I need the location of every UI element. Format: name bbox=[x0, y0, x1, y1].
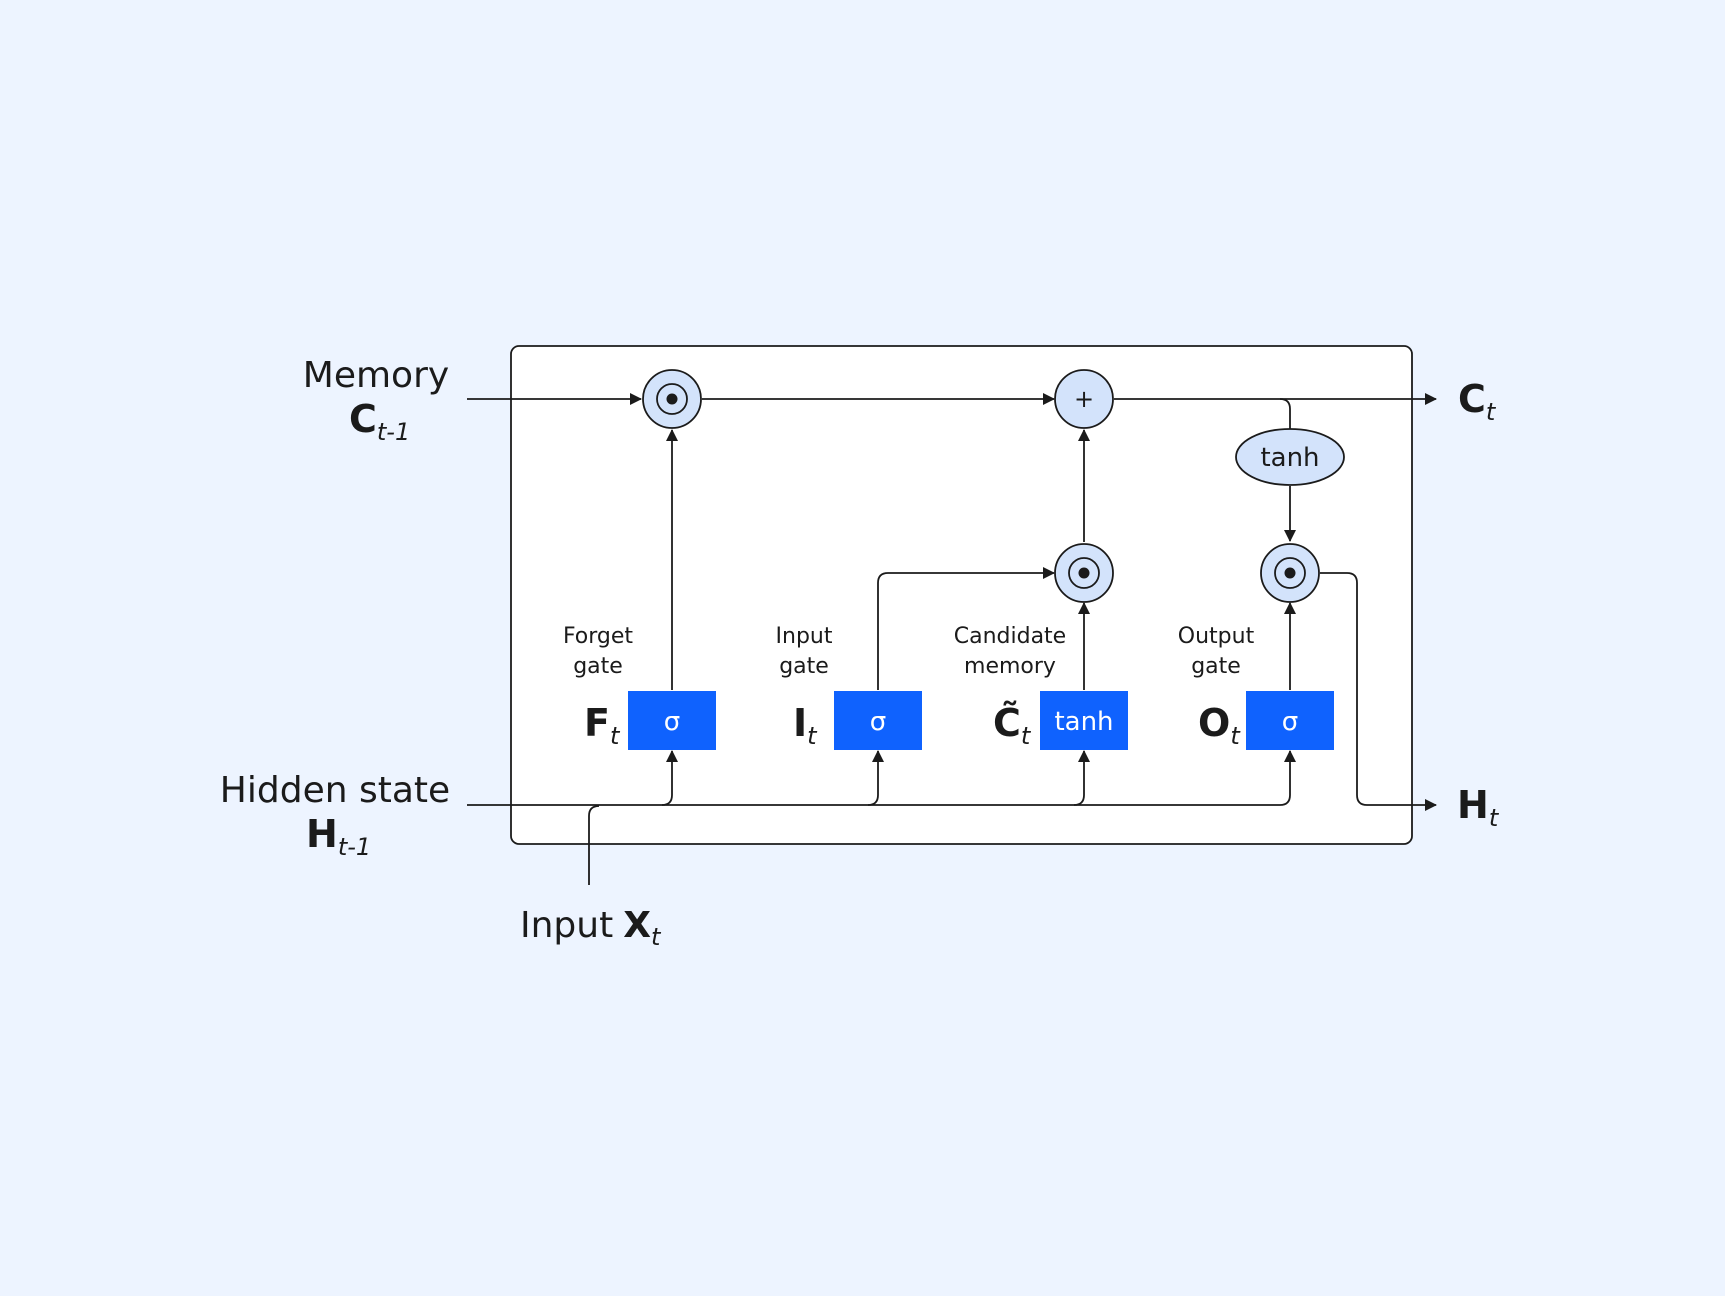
forget-gate-symbol: Ft bbox=[584, 701, 621, 750]
hidden-state-label: Hidden state bbox=[220, 770, 450, 811]
candidate-memory-caption-2: memory bbox=[964, 654, 1056, 679]
hidden-bus-wire bbox=[467, 750, 1296, 806]
hidden-output-symbol: Ht bbox=[1457, 783, 1500, 832]
input-x-wire bbox=[588, 805, 600, 885]
memory-label: Memory bbox=[303, 355, 449, 396]
cell-to-tanh-wire bbox=[1279, 398, 1291, 429]
input-gate-wire bbox=[877, 567, 1055, 690]
multiply-dot-icon bbox=[1078, 567, 1090, 579]
input-gate-caption-2: gate bbox=[779, 654, 829, 679]
hidden-to-input-wire bbox=[867, 750, 884, 806]
candidate-memory-box: tanh bbox=[1040, 691, 1128, 750]
input-gate-symbol: It bbox=[793, 701, 818, 750]
output-multiply-node bbox=[1260, 543, 1320, 603]
output-gate-box: σ bbox=[1246, 691, 1334, 750]
output-gate-symbol: Ot bbox=[1198, 701, 1241, 750]
add-node: + bbox=[1054, 369, 1114, 429]
wires bbox=[467, 393, 1437, 885]
hidden-out-wire bbox=[1320, 572, 1437, 811]
candidate-memory-symbol: C̃t bbox=[993, 701, 1032, 750]
input-gate-box: σ bbox=[834, 691, 922, 750]
input-gate-caption: Input bbox=[776, 624, 833, 649]
hidden-to-candidate-wire bbox=[1073, 750, 1090, 806]
memory-symbol: Ct-1 bbox=[349, 397, 410, 446]
candidate-memory-fn: tanh bbox=[1054, 707, 1113, 737]
output-gate-caption: Output bbox=[1178, 624, 1255, 649]
forget-gate-caption-2: gate bbox=[573, 654, 623, 679]
hidden-state-symbol: Ht-1 bbox=[306, 812, 371, 861]
forget-multiply-node bbox=[642, 369, 702, 429]
candidate-multiply-node bbox=[1054, 543, 1114, 603]
input-gate-fn: σ bbox=[870, 707, 886, 737]
tanh-node: tanh bbox=[1235, 428, 1345, 486]
output-gate-fn: σ bbox=[1282, 707, 1298, 737]
hidden-to-forget-wire bbox=[661, 750, 678, 806]
output-gate-caption-2: gate bbox=[1191, 654, 1241, 679]
add-symbol: + bbox=[1074, 385, 1094, 413]
tanh-node-label: tanh bbox=[1260, 443, 1319, 473]
cell-boundary bbox=[510, 345, 1413, 845]
candidate-memory-caption: Candidate bbox=[954, 624, 1066, 649]
forget-gate-fn: σ bbox=[664, 707, 680, 737]
multiply-dot-icon bbox=[666, 393, 678, 405]
cell-output-symbol: Ct bbox=[1458, 377, 1497, 426]
multiply-dot-icon bbox=[1284, 567, 1296, 579]
forget-gate-box: σ bbox=[628, 691, 716, 750]
forget-gate-caption: Forget bbox=[563, 624, 633, 649]
